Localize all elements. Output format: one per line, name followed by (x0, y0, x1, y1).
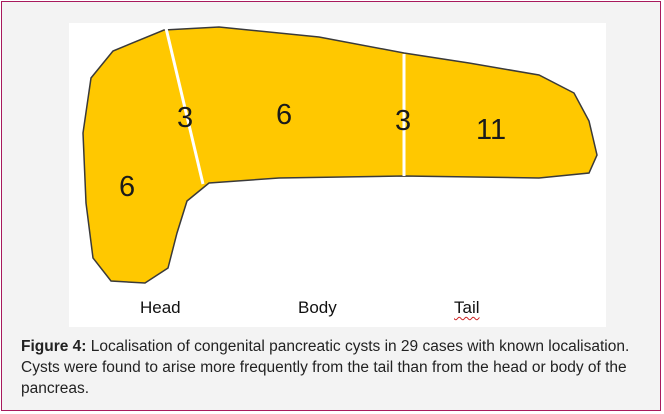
head-upper-count: 3 (177, 102, 193, 134)
region-label-tail: Tail (454, 298, 480, 318)
body-tail-count: 3 (395, 105, 411, 137)
caption-text: Localisation of congenital pancreatic cy… (21, 338, 629, 397)
pancreas-diagram: 3 6 3 11 6 (69, 23, 606, 327)
pancreas-illustration: 3 6 3 11 6 (69, 23, 606, 327)
figure-caption: Figure 4: Localisation of congenital pan… (21, 336, 651, 399)
caption-figure-label: Figure 4: (21, 338, 86, 355)
region-label-body: Body (298, 298, 337, 318)
pancreas-shape (83, 27, 597, 283)
head-lower-count: 6 (119, 171, 135, 203)
region-label-tail-text: Tail (454, 298, 480, 317)
region-label-head: Head (140, 298, 181, 318)
body-count: 6 (276, 99, 292, 131)
tail-count: 11 (476, 114, 506, 146)
